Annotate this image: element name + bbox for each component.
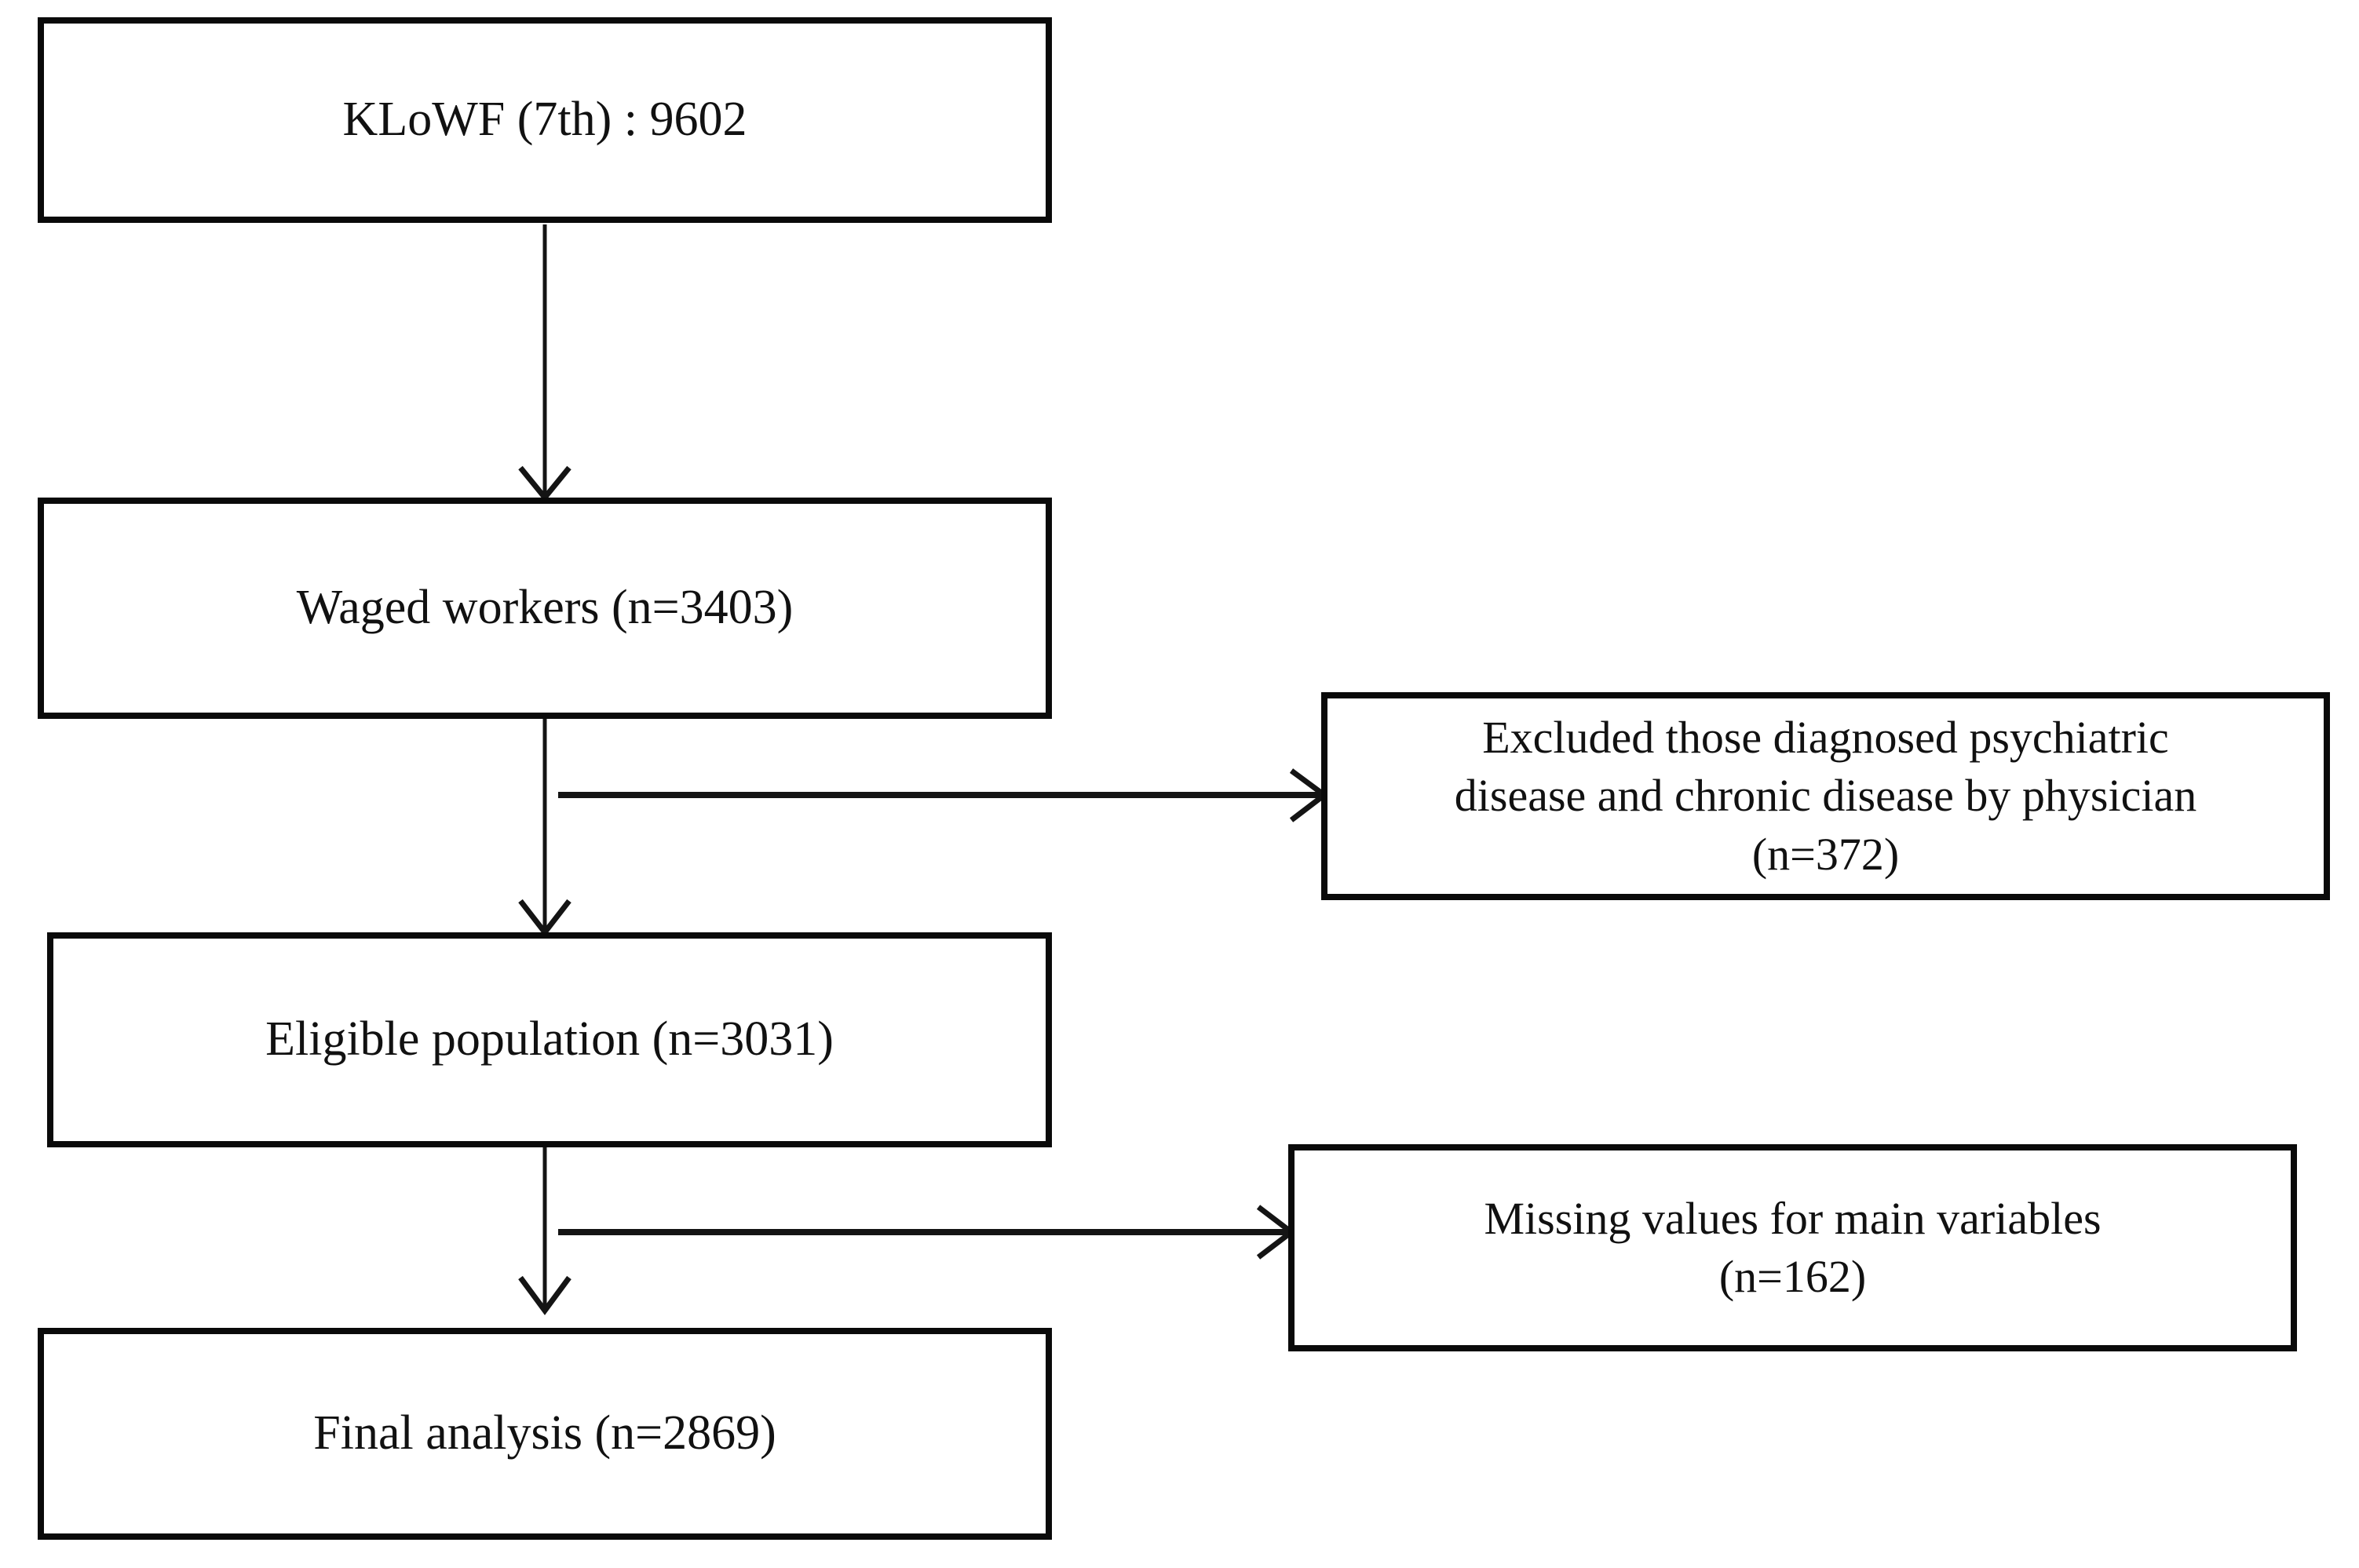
node-waged-workers: Waged workers (n=3403): [38, 498, 1052, 719]
node-excluded-diagnosed: Excluded those diagnosed psychiatric dis…: [1321, 692, 2330, 900]
node-missing-values: Missing values for main variables (n=162…: [1288, 1144, 2297, 1351]
edge-eligible-to-missing-values: [558, 1205, 1296, 1260]
edge-waged-to-excluded-diagnosed: [558, 768, 1329, 822]
node-final-analysis: Final analysis (n=2869): [38, 1328, 1052, 1540]
node-waged-workers-label: Waged workers (n=3403): [296, 581, 794, 635]
edge-waged-to-eligible: [518, 719, 571, 937]
node-excluded-diagnosed-label: Excluded those diagnosed psychiatric dis…: [1454, 712, 2197, 880]
node-source-population-label: KLoWF (7th) : 9602: [342, 93, 747, 147]
node-missing-values-label: Missing values for main variables (n=162…: [1484, 1192, 2102, 1302]
edge-eligible-to-final: [518, 1147, 571, 1315]
node-eligible-population-label: Eligible population (n=3031): [265, 1012, 834, 1067]
edge-source-to-waged: [518, 224, 571, 502]
node-eligible-population: Eligible population (n=3031): [47, 932, 1052, 1147]
node-final-analysis-label: Final analysis (n=2869): [313, 1406, 776, 1460]
node-source-population: KLoWF (7th) : 9602: [38, 17, 1052, 223]
